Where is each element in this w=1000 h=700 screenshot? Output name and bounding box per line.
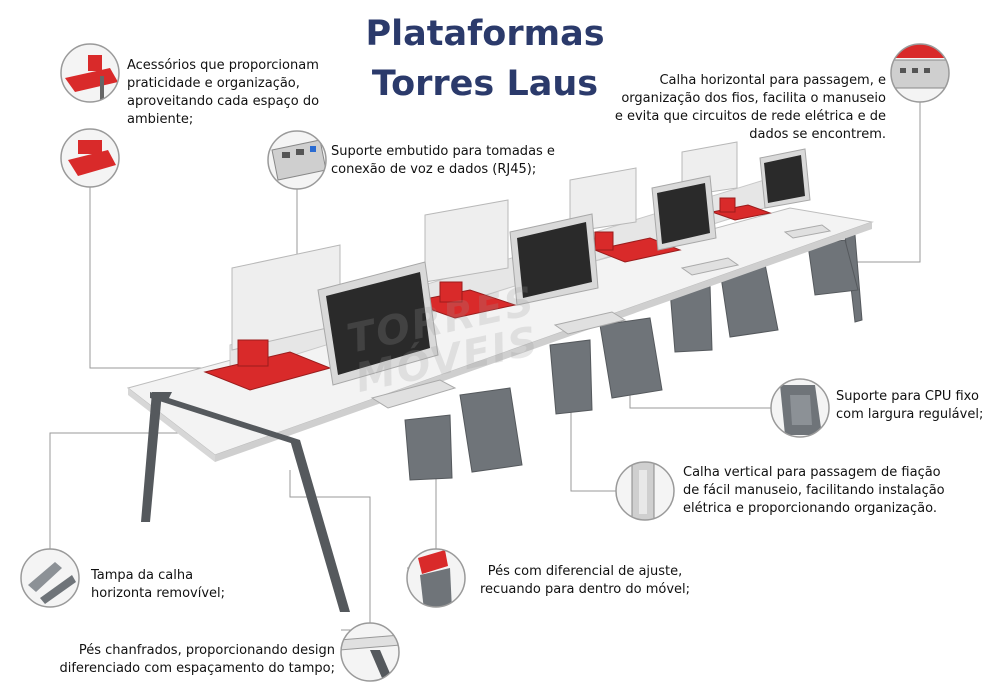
rear-legs (404, 234, 863, 481)
caption-horizontal-channel: Calha horizontal para passagem, e organi… (614, 73, 886, 142)
caption-vertical-channel: Calha vertical para passagem de fiação d… (683, 465, 945, 516)
detail-circle-socket (268, 131, 326, 189)
caption-accessories: Acessórios que proporcionam praticidade … (127, 58, 320, 127)
detail-circle-chamfered-feet (341, 623, 399, 681)
front-legs (141, 392, 350, 612)
accessory-trays (203, 197, 772, 391)
caption-cpu-support: Suporte para CPU fixo com largura regulá… (836, 389, 984, 422)
title-line-1: Plataformas (365, 14, 605, 54)
caption-socket-support: Suporte embutido para tomadas e conexão … (331, 144, 555, 177)
detail-circle-accessories-1 (61, 44, 119, 102)
detail-circle-cpu-support (771, 379, 829, 437)
front-monitors (317, 148, 811, 386)
caption-chamfered-feet: Pés chanfrados, proporcionando design di… (59, 643, 335, 676)
keyboards (370, 224, 832, 409)
detail-circle-accessories-2 (61, 129, 119, 187)
detail-circle-adjustable-feet (407, 549, 465, 607)
caption-channel-cover: Tampa da calha horizonta removível; (91, 568, 226, 601)
caption-adjustable-feet: Pés com diferencial de ajuste, recuando … (479, 564, 691, 597)
title-line-2: Torres Laus (371, 64, 599, 104)
detail-circle-vertical-channel (616, 462, 674, 520)
detail-circle-channel-cover (21, 549, 79, 607)
